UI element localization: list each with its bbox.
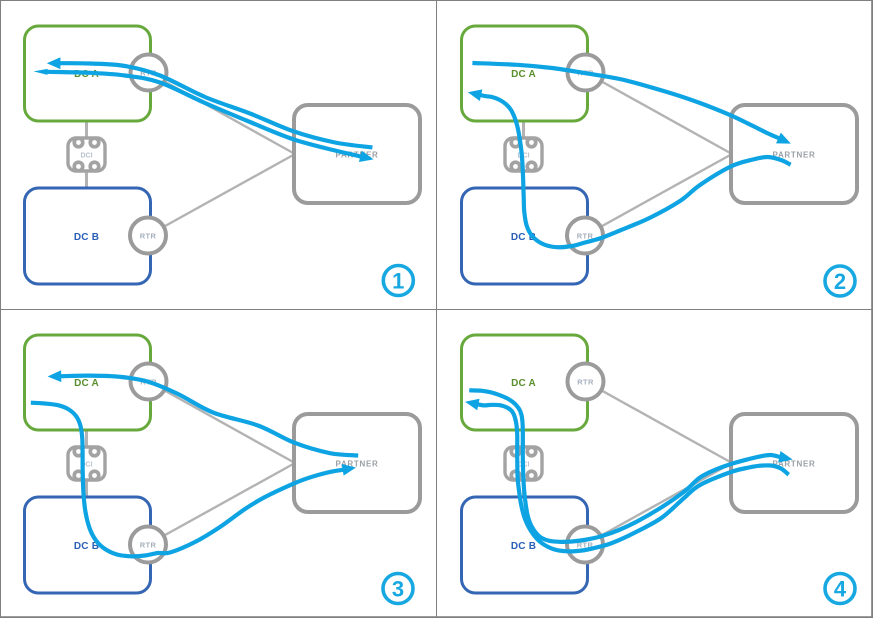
svg-text:3: 3: [392, 577, 404, 602]
svg-text:4: 4: [834, 577, 847, 602]
svg-text:1: 1: [392, 269, 404, 294]
svg-text:2: 2: [834, 269, 846, 294]
